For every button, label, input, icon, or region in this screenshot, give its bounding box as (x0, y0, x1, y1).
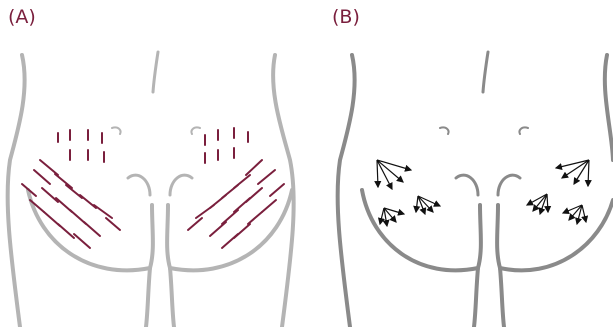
panel-b-arrows-upper-left (377, 160, 411, 189)
panel-b-arrows-lower-right (563, 205, 586, 224)
panel-b-arrows-mid-right (527, 194, 548, 214)
panel-b-arrows-mid-left (416, 196, 440, 214)
panel-b-arrows-upper-right (556, 160, 589, 186)
panel-a-buttocks-outline (8, 52, 294, 327)
panel-b-arrows-lower-left (380, 208, 404, 226)
panel-b-buttocks-outline (338, 52, 613, 327)
panel-a-right-incisions (188, 128, 284, 248)
panel-a-left-incisions (22, 130, 120, 248)
